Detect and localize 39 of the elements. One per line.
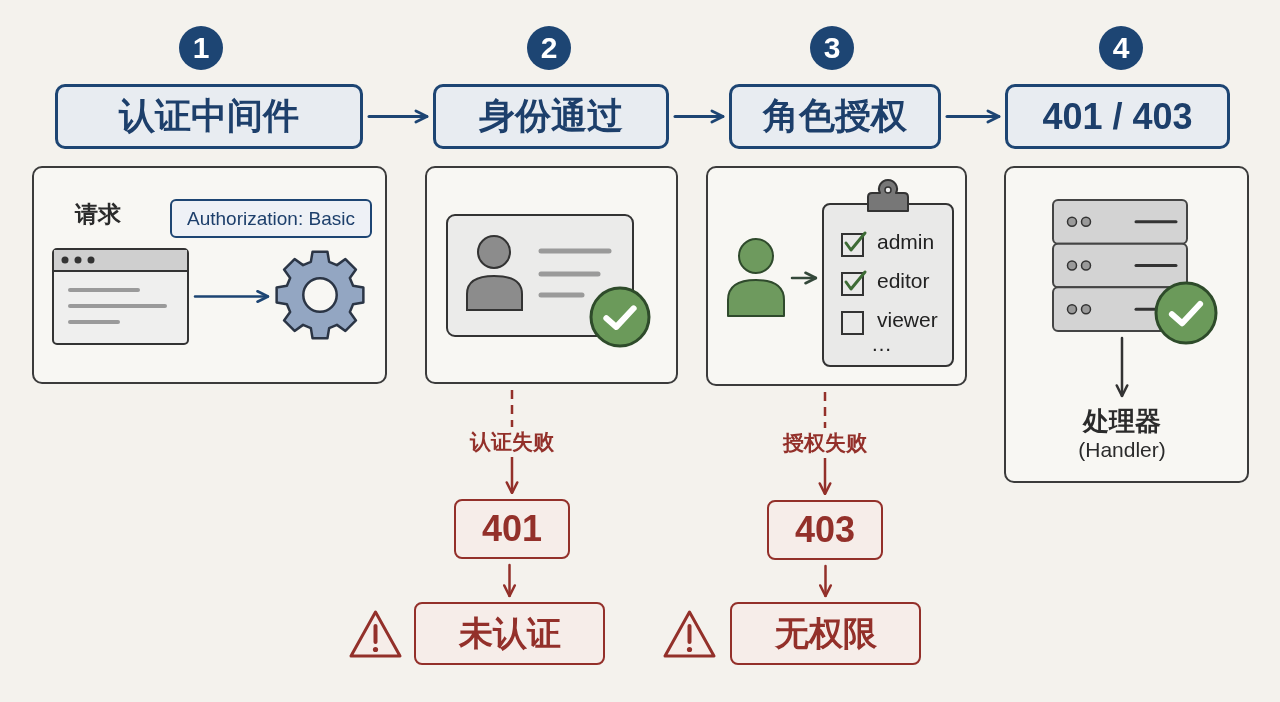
ellipsis: … [871, 332, 892, 356]
step-header: 401 / 403 [1005, 84, 1230, 149]
illustration-panel [706, 166, 967, 386]
person-icon [726, 238, 786, 318]
clipboard [822, 203, 954, 367]
step-header: 角色授权 [729, 84, 941, 149]
step-header: 身份通过 [433, 84, 669, 149]
arrow [193, 289, 270, 304]
handler-title: 处理器 [1083, 405, 1161, 437]
role-label: editor [877, 269, 930, 293]
step-header: 认证中间件 [55, 84, 363, 149]
step-number: 4 [1099, 26, 1143, 70]
gear-icon [274, 249, 366, 341]
step-number: 3 [810, 26, 854, 70]
handler-subtitle: (Handler) [1078, 437, 1166, 463]
illustration-panel [32, 166, 387, 384]
header-tag: Authorization: Basic [170, 199, 372, 238]
status-code-box: 401 [454, 499, 570, 559]
arrow [673, 109, 725, 124]
panel-heading: 请求 [75, 200, 121, 229]
arrow [502, 563, 517, 598]
arrow [790, 271, 818, 285]
server-icon [1052, 199, 1188, 332]
error-message-box: 未认证 [414, 602, 605, 665]
illustration-panel [425, 166, 678, 384]
arrow [945, 109, 1001, 124]
step-number: 1 [179, 26, 223, 70]
arrow [367, 109, 429, 124]
edge-label: 授权失败 [779, 428, 871, 458]
role-label: viewer [877, 308, 938, 332]
browser-window-icon [52, 248, 189, 345]
error-message-box: 无权限 [730, 602, 921, 665]
edge-label: 认证失败 [466, 426, 558, 457]
status-code-box: 403 [767, 500, 883, 560]
step-number: 2 [527, 26, 571, 70]
arrow [1115, 336, 1129, 398]
role-label: admin [877, 230, 935, 254]
illustration-panel [1004, 166, 1249, 483]
arrow [818, 564, 833, 598]
